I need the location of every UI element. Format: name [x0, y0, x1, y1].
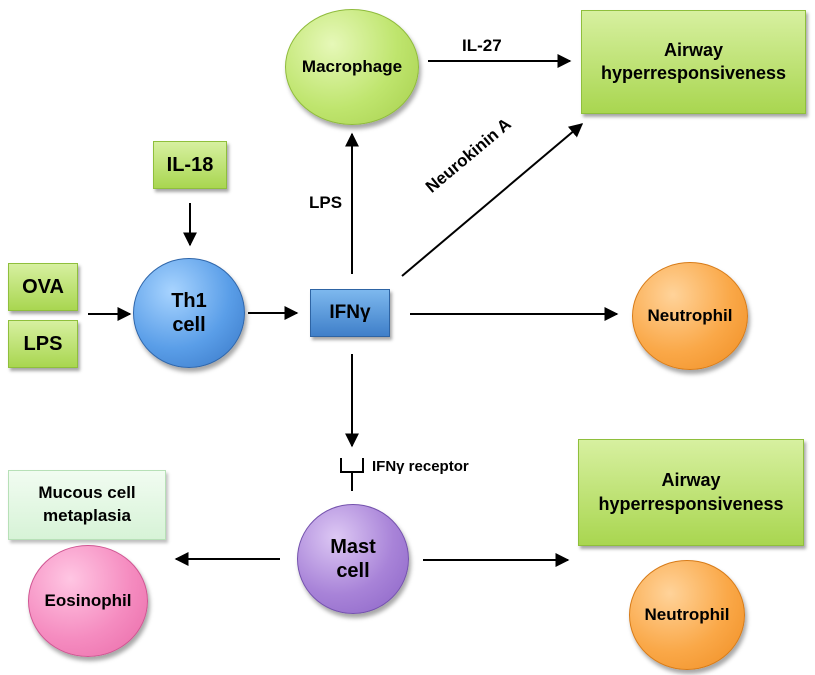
airway-bottom-line1: Airway	[661, 470, 721, 491]
lps-input-box: LPS	[8, 320, 78, 368]
th1-label-line1: Th1	[171, 290, 207, 312]
il18-label: IL-18	[166, 153, 214, 176]
ifng-receptor-label: IFNγ receptor	[372, 458, 469, 475]
mucous-line1: Mucous cell	[38, 483, 136, 503]
ova-label: OVA	[22, 275, 64, 298]
eosinophil-circle: Eosinophil	[28, 545, 148, 657]
th1-cell-circle: Th1 cell	[133, 258, 245, 368]
airway-top-box: Airway hyperresponsiveness	[581, 10, 806, 114]
lps-arrow-label: LPS	[309, 193, 343, 212]
mucous-metaplasia-box: Mucous cell metaplasia	[8, 470, 166, 540]
airway-bottom-box: Airway hyperresponsiveness	[578, 439, 804, 546]
macrophage-circle: Macrophage	[285, 9, 419, 125]
ifng-box: IFNγ	[310, 289, 390, 337]
neutrophil-bottom-circle: Neutrophil	[629, 560, 745, 670]
macrophage-label: Macrophage	[301, 56, 403, 76]
airway-top-line1: Airway	[663, 39, 724, 60]
airway-bottom-line2: hyperresponsiveness	[598, 493, 784, 514]
th1-label-line2: cell	[172, 314, 206, 336]
neutrophil-right-circle: Neutrophil	[632, 262, 748, 370]
arrow-ifng-to-airway-neurokinin	[401, 123, 584, 277]
ova-box: OVA	[8, 263, 78, 311]
mast-cell-circle: Mast cell	[297, 504, 409, 614]
neutrophil-bottom-label: Neutrophil	[644, 604, 730, 624]
il18-box: IL-18	[153, 141, 227, 189]
ifng-receptor-symbol	[340, 458, 364, 491]
airway-top-line2: hyperresponsiveness	[600, 63, 787, 83]
ifng-label: IFNγ	[329, 302, 371, 323]
neutrophil-right-label: Neutrophil	[647, 305, 733, 325]
lps-input-label: LPS	[23, 332, 63, 355]
eosinophil-label: Eosinophil	[44, 590, 132, 610]
il27-label: IL-27	[462, 36, 502, 55]
mast-label-line1: Mast	[330, 536, 376, 558]
mucous-line2: metaplasia	[43, 506, 131, 525]
mast-label-line2: cell	[336, 560, 370, 582]
